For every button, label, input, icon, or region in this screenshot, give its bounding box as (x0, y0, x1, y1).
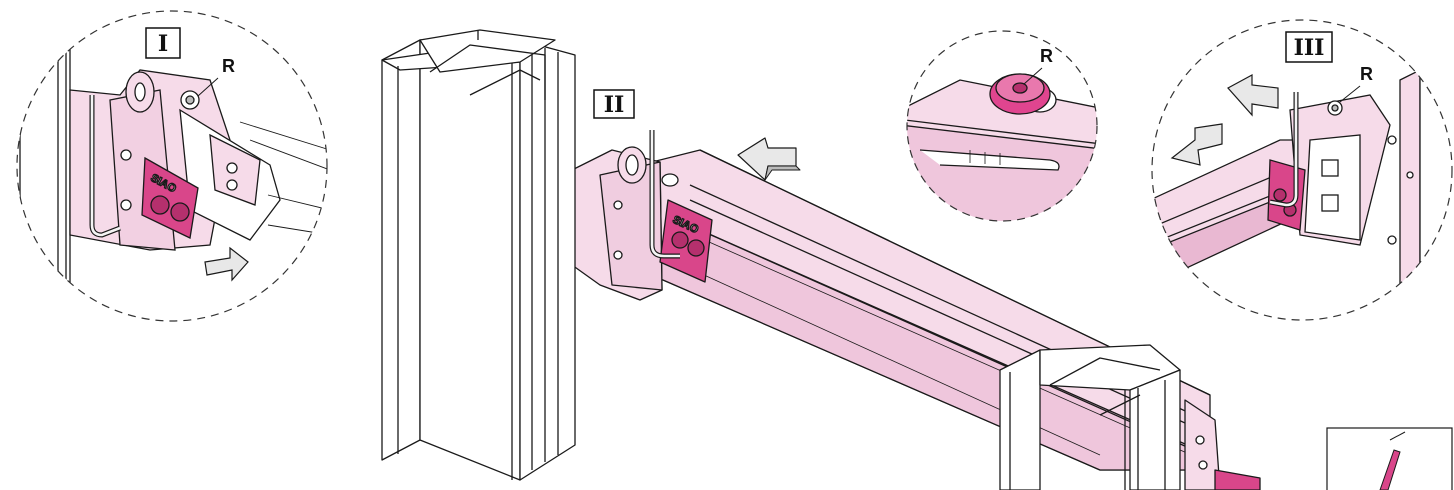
detail-view-screw: R (906, 30, 1098, 222)
transom-profile (599, 149, 1211, 471)
right-mullion-profile (999, 344, 1261, 490)
main-assembly: SIAO (381, 29, 1261, 490)
detail-view-1: SIAO I R (16, 10, 328, 322)
left-mullion-profile (381, 29, 576, 481)
screw-ref-label-1: R (222, 56, 235, 76)
inset-box-partial (1326, 427, 1453, 490)
detail-circle-1 (16, 10, 328, 322)
step-label-2-text: II (604, 92, 625, 118)
screw-ref-label-2: R (1040, 46, 1053, 66)
left-connector: SIAO (571, 146, 713, 301)
step-label-3-text: III (1294, 35, 1325, 61)
detail-circle-3 (1151, 19, 1453, 321)
direction-arrow-icon-3a (1227, 73, 1279, 117)
step-label-2: II (593, 89, 635, 119)
detail-circle-screw (906, 30, 1098, 222)
direction-arrow-icon-1 (204, 246, 249, 282)
direction-arrow-icon (737, 137, 801, 181)
screw-ref-label-3: R (1360, 64, 1373, 84)
direction-arrow-icon-3b (1170, 123, 1223, 166)
step-label-1-text: I (158, 31, 168, 57)
detail-view-3: III R (1151, 19, 1453, 321)
